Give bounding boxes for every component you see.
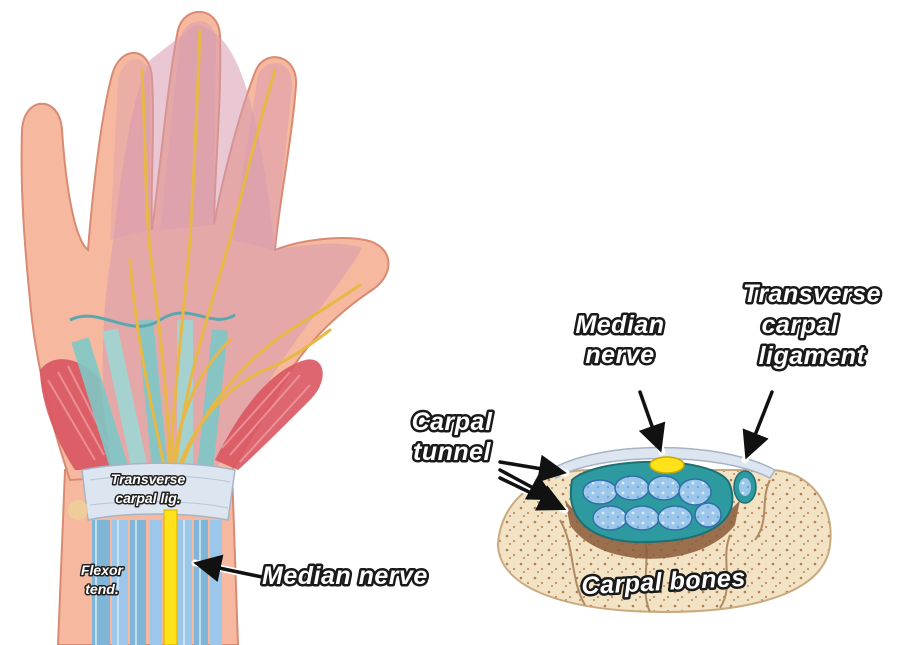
label-transverse-line1: Transverse (111, 471, 186, 487)
cross-median-nerve (649, 456, 685, 474)
arrow-median-nerve-hand (193, 554, 264, 583)
label-median-line2: nerve (585, 341, 654, 369)
arrow-carpal-tunnel-3 (498, 476, 567, 511)
label-transverse-line2: carpal lig. (115, 490, 180, 506)
label-carpal-tunnel-line2: tunnel (413, 438, 492, 466)
label-transverse-line3: ligament (759, 342, 867, 370)
median-nerve-branches (128, 28, 362, 472)
cross-section-labels: Median nerve Transverse carpal ligament … (409, 278, 883, 603)
palm-overlay (102, 25, 362, 470)
label-median-line1: Median (575, 311, 664, 339)
label-flexor-line2: tend. (85, 581, 118, 597)
flexor-tendons (92, 520, 222, 645)
pointer-arrows-dark (193, 390, 774, 583)
label-transverse-line2: carpal (762, 311, 839, 339)
label-flexor-line1: Flexor (81, 562, 125, 578)
label-median-nerve-hand: Median nerve (262, 562, 428, 590)
arrow-transverse-ligament-section (742, 390, 774, 460)
median-nerve-wrist (163, 509, 178, 645)
cross-section-illustration (496, 446, 832, 614)
hand-illustration (20, 10, 390, 645)
cross-transverse-ligament (548, 446, 777, 479)
arrow-carpal-tunnel-1 (498, 454, 567, 483)
hand-labels: Transverse carpal lig. Flexor tend. Medi… (79, 470, 429, 599)
arrow-median-nerve-section (638, 390, 666, 453)
tunnel-tendons (582, 475, 722, 531)
label-transverse-line1: Transverse (743, 280, 881, 308)
label-carpal-tunnel-line1: Carpal (412, 408, 493, 436)
